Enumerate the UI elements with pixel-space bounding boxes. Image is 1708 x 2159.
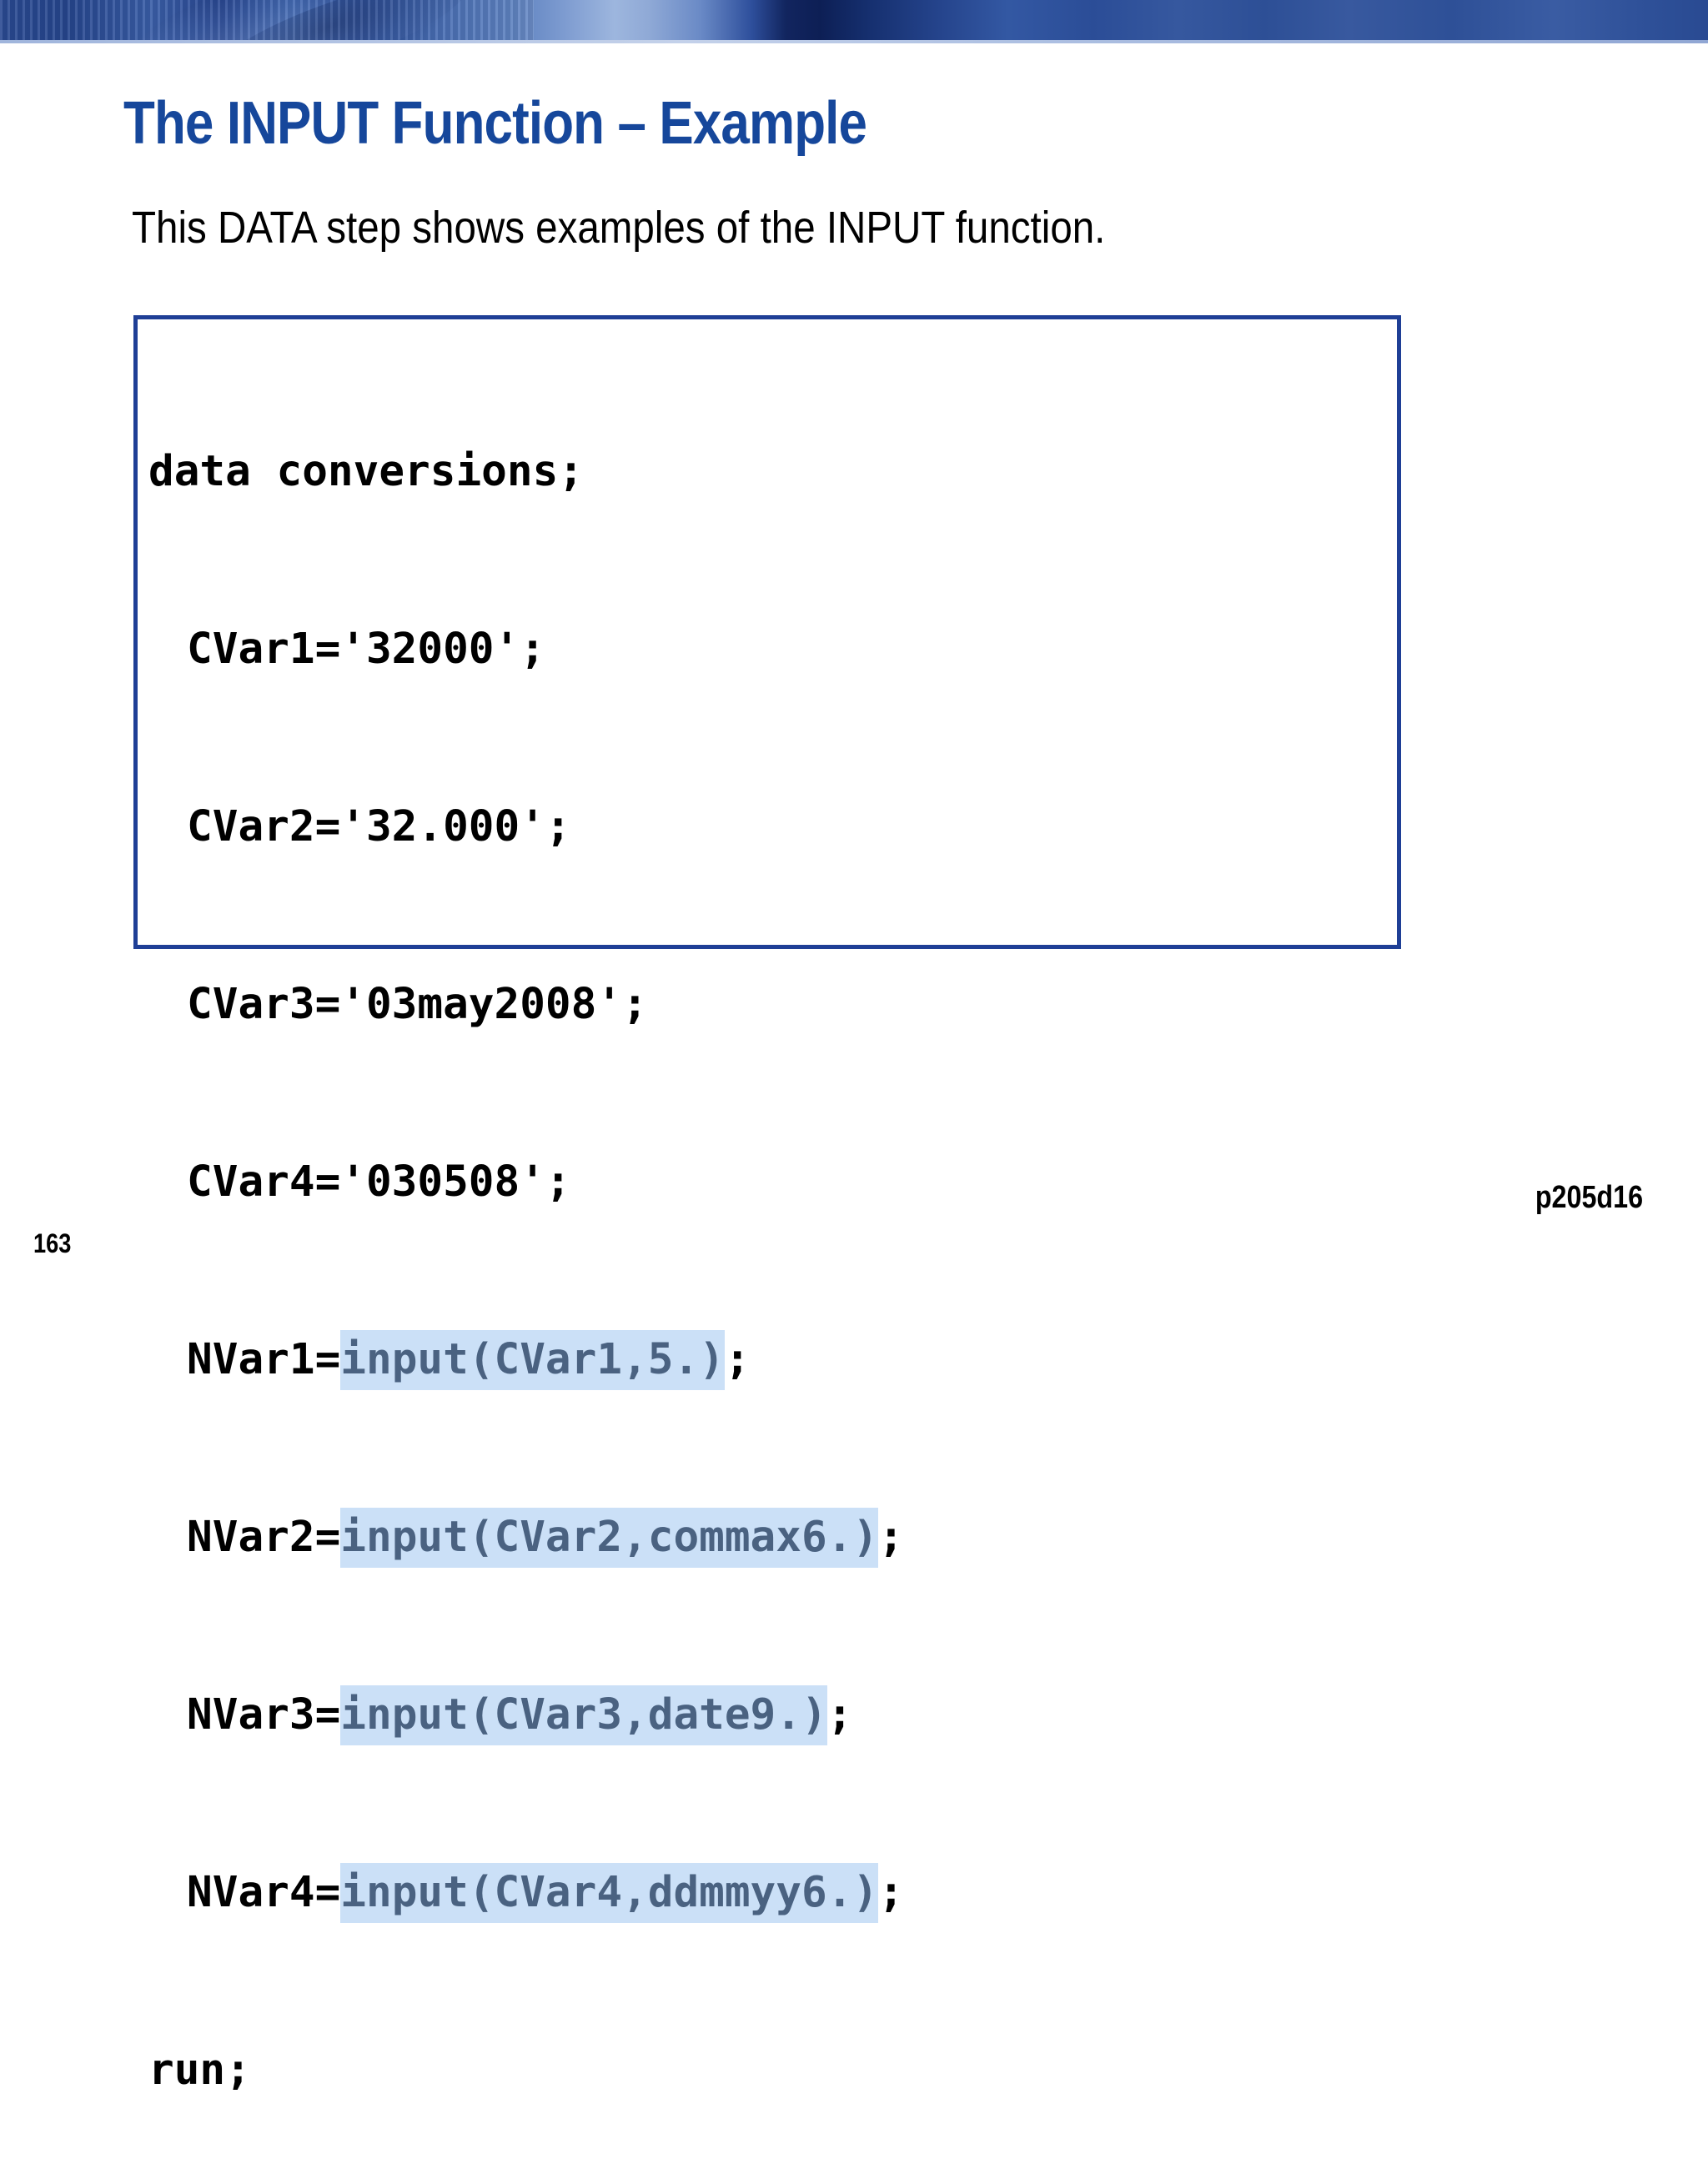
code-line-1: data conversions;: [148, 447, 584, 496]
code-line-10: run;: [148, 2046, 251, 2095]
code-line-2: CVar1='32000';: [187, 625, 545, 674]
highlighted-input-call: input(CVar3,date9.): [340, 1685, 827, 1745]
code-block: data conversions; CVar1='32000'; CVar2='…: [148, 324, 904, 2159]
page-title: The INPUT Function – Example: [123, 90, 867, 157]
code-line-5: CVar4='030508';: [187, 1157, 571, 1207]
code-line-9: NVar4=input(CVar4,ddmmyy6.);: [148, 1863, 904, 1923]
document-code: p205d16: [1535, 1180, 1643, 1215]
slide-subtitle: This DATA step shows examples of the INP…: [132, 203, 1106, 253]
code-line-4: CVar3='03may2008';: [187, 980, 648, 1029]
page-number: 163: [33, 1228, 72, 1258]
banner-bottom-rule: [0, 40, 1708, 43]
code-line-8: NVar3=input(CVar3,date9.);: [148, 1685, 904, 1745]
highlighted-input-call: input(CVar1,5.): [340, 1330, 725, 1390]
code-line-6: NVar1=input(CVar1,5.);: [148, 1330, 904, 1390]
highlighted-input-call: input(CVar4,ddmmyy6.): [340, 1863, 879, 1923]
slide-top-banner: [0, 0, 1708, 40]
code-line-7: NVar2=input(CVar2,commax6.);: [148, 1508, 904, 1568]
code-block-frame: [133, 315, 1401, 949]
highlighted-input-call: input(CVar2,commax6.): [340, 1508, 879, 1568]
banner-stripe-texture: [0, 0, 534, 40]
code-line-3: CVar2='32.000';: [187, 802, 571, 851]
